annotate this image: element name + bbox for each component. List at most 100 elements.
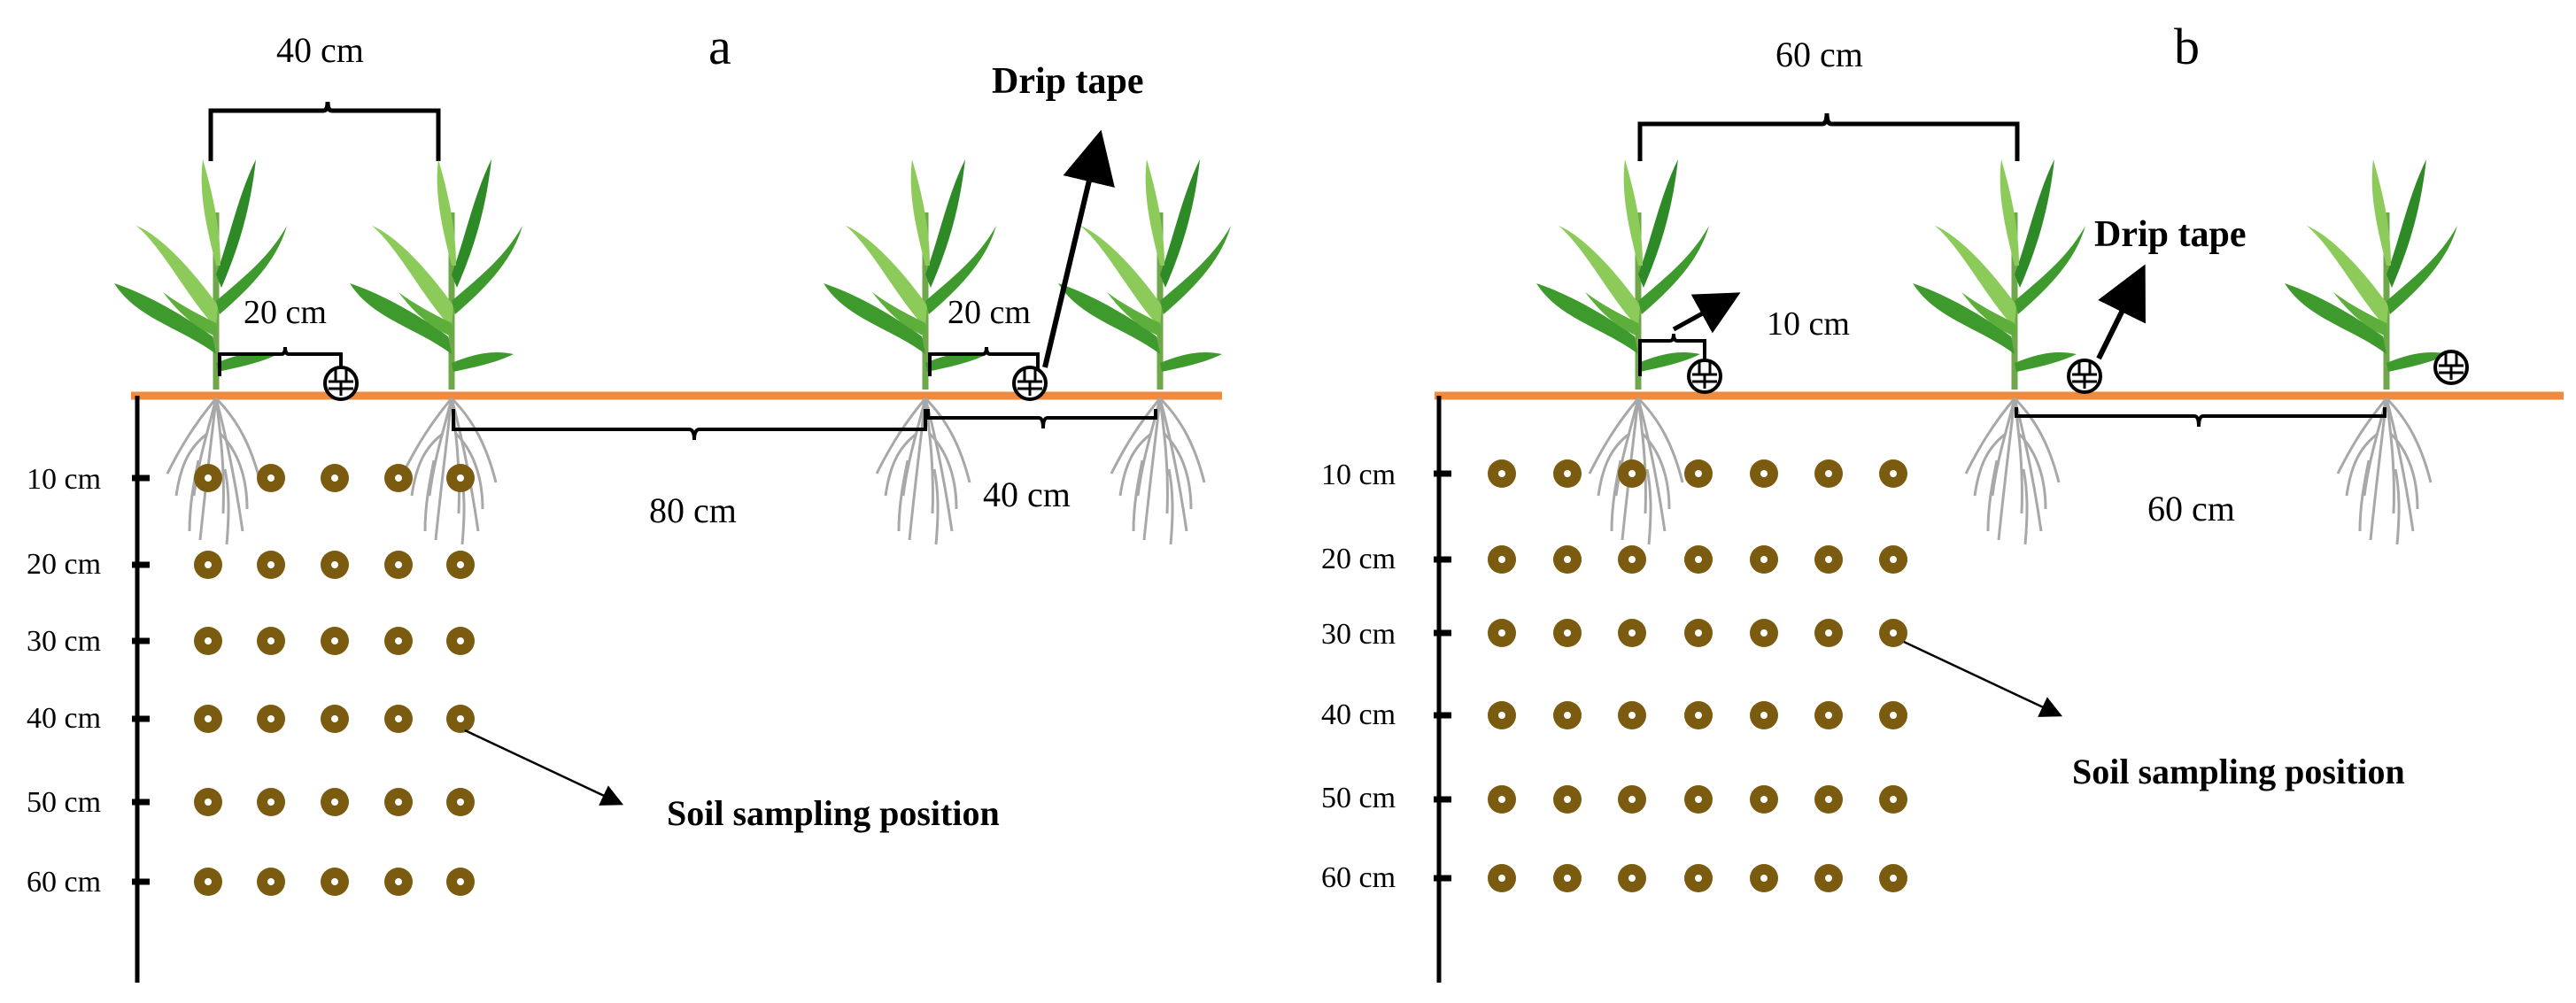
drip-emitter-icon	[2433, 350, 2469, 385]
soil-sample-dot-center	[1498, 556, 1505, 563]
plant-spacing-label: 60 cm	[1775, 35, 1863, 74]
soil-sample-dot-center	[1890, 796, 1897, 803]
soil-sample-dot-center	[1695, 470, 1702, 477]
soil-sample-dot-center	[1890, 556, 1897, 563]
soil-sample-dot-center	[267, 474, 275, 482]
soil-sample-dot-center	[1498, 796, 1505, 803]
maize-plant	[350, 159, 522, 390]
sample-grid	[194, 464, 475, 896]
maize-plant	[1536, 159, 1709, 390]
depth-label: 50 cm	[1321, 782, 1396, 814]
soil-sample-dot-center	[1825, 875, 1832, 882]
drip-tape-label: Drip tape	[992, 61, 1144, 102]
soil-sample-dot-center	[395, 474, 402, 482]
dripper-offset-brace	[1638, 333, 1706, 376]
soil-sample-dot-center	[395, 715, 402, 722]
soil-sample-dot-center	[1628, 556, 1636, 563]
soil-sample-dot-center	[395, 637, 402, 644]
offset-arrow	[1672, 292, 1741, 334]
dripper-offset-brace	[218, 346, 343, 376]
dripper-offset-label: 20 cm	[948, 294, 1031, 331]
soil-sample-dot-center	[1564, 470, 1571, 477]
dripper-offset-brace	[928, 346, 1040, 376]
dripper-offset-label: 10 cm	[1767, 305, 1850, 343]
soil-sample-dot-center	[1825, 556, 1832, 563]
soil-sample-dot-center	[1564, 629, 1571, 637]
soil-sample-dot-center	[1564, 556, 1571, 563]
sampling-arrow	[1903, 640, 2063, 717]
soil-sample-dot-center	[1825, 796, 1832, 803]
drip-emitter-icon	[1012, 366, 1048, 401]
soil-sample-dot-center	[267, 715, 275, 722]
panel-letter: a	[708, 18, 731, 75]
panel-letter: b	[2174, 18, 2200, 75]
drip-tape-arrow	[1042, 129, 1115, 368]
depth-label: 30 cm	[1321, 618, 1396, 651]
plant-spacing-brace	[208, 101, 441, 161]
soil-sample-dot-center	[1498, 470, 1505, 477]
row-gap-brace	[452, 409, 927, 441]
soil-sample-dot-center	[1760, 629, 1768, 637]
depth-label: 60 cm	[1321, 861, 1396, 894]
soil-sample-dot-center	[1760, 796, 1768, 803]
soil-sample-dot-center	[1695, 712, 1702, 719]
soil-sample-dot-center	[1890, 629, 1897, 637]
panel-a: a 40 cm 20 cm 20 cm Drip tape 80 cm	[27, 18, 1231, 983]
soil-sample-dot-center	[1760, 470, 1768, 477]
soil-sample-dot-center	[1498, 712, 1505, 719]
depth-label: 40 cm	[27, 702, 101, 735]
sample-grid	[1488, 459, 1907, 892]
depth-label: 20 cm	[27, 548, 101, 581]
soil-sample-dot-center	[1890, 470, 1897, 477]
soil-sample-dot-center	[1628, 875, 1636, 882]
root-system	[1110, 397, 1206, 546]
soil-sample-dot-center	[1890, 712, 1897, 719]
soil-sample-dot-center	[331, 799, 338, 806]
maize-plant	[1913, 159, 2085, 390]
soil-sample-dot-center	[1825, 470, 1832, 477]
depth-label: 20 cm	[1321, 543, 1396, 575]
soil-sample-dot-center	[457, 474, 464, 482]
soil-sample-dot-center	[1695, 796, 1702, 803]
depth-ticks	[1434, 470, 1451, 882]
soil-sample-dot-center	[1628, 796, 1636, 803]
soil-sample-dot-center	[331, 561, 338, 568]
soil-sample-dot-center	[395, 799, 402, 806]
soil-sample-dot-center	[1628, 712, 1636, 719]
soil-sample-dot-center	[1760, 875, 1768, 882]
soil-sample-dot-center	[205, 715, 212, 722]
soil-sample-dot-center	[457, 715, 464, 722]
soil-sample-dot-center	[457, 799, 464, 806]
soil-sample-dot-center	[331, 474, 338, 482]
depth-label: 60 cm	[27, 866, 101, 899]
soil-sample-dot-center	[331, 878, 338, 885]
soil-sample-dot-center	[205, 637, 212, 644]
soil-sample-dot-center	[395, 561, 402, 568]
soil-sample-dot-center	[1760, 712, 1768, 719]
soil-sample-dot-center	[1628, 629, 1636, 637]
soil-sample-dot-center	[267, 799, 275, 806]
dripper-offset-label: 20 cm	[244, 294, 327, 331]
soil-sample-dot-center	[1695, 875, 1702, 882]
soil-sample-dot-center	[1825, 712, 1832, 719]
sampling-arrow	[464, 729, 624, 806]
drip-emitter-icon	[323, 366, 359, 401]
root-system	[2336, 397, 2433, 546]
soil-sample-dot-center	[331, 637, 338, 644]
soil-sample-dot-center	[1628, 470, 1636, 477]
drip-emitter-icon	[1687, 359, 1722, 394]
soil-sample-dot-center	[205, 799, 212, 806]
soil-sample-dot-center	[267, 637, 275, 644]
soil-sample-dot-center	[1695, 556, 1702, 563]
soil-sample-dot-center	[457, 637, 464, 644]
drip-tape-arrow	[2096, 264, 2146, 360]
depth-ticks	[132, 474, 150, 885]
depth-labels: 10 cm 20 cm 30 cm 40 cm 50 cm 60 cm	[1321, 459, 1396, 894]
soil-sample-dot-center	[205, 474, 212, 482]
soil-sample-dot-center	[1825, 629, 1832, 637]
soil-sample-dot-center	[1498, 875, 1505, 882]
root-system	[1964, 397, 2061, 546]
soil-sample-dot-center	[1498, 629, 1505, 637]
soil-sample-dot-center	[1695, 629, 1702, 637]
